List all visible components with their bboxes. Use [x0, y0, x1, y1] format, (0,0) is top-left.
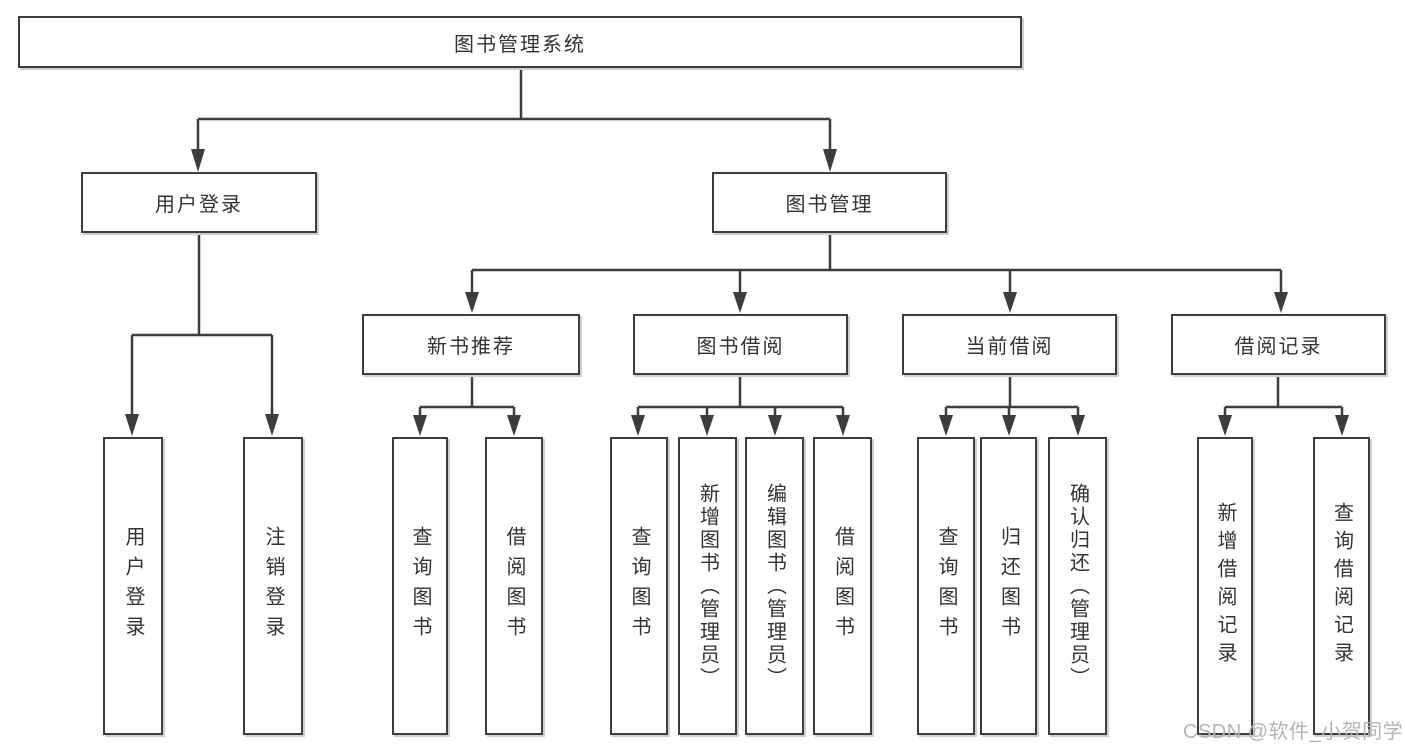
node-borrow-records: 借阅记录 [1171, 314, 1386, 375]
leaf-logout-label: 注销登录 [262, 526, 284, 646]
leaf-query-borrow-record: 查询借阅记录 [1313, 437, 1370, 735]
leaf-user-login-label: 用户登录 [122, 526, 144, 646]
watermark: CSDN @软件_小贺同学 [1183, 721, 1404, 743]
node-book-management: 图书管理 [712, 172, 947, 233]
leaf-logout: 注销登录 [243, 437, 303, 735]
leaf-query-books-recommend: 查询图书 [392, 437, 448, 735]
leaf-add-book-admin: 新增图书（管理员） [678, 437, 737, 735]
leaf-query-books-borrow-label: 查询图书 [628, 526, 650, 646]
leaf-query-books-current-label: 查询图书 [935, 526, 957, 646]
node-user-login: 用户登录 [81, 172, 317, 233]
leaf-confirm-return-admin-label: 确认归还（管理员） [1066, 482, 1089, 690]
leaf-edit-book-admin-label: 编辑图书（管理员） [763, 482, 786, 690]
leaf-add-borrow-record-label: 新增借阅记录 [1214, 502, 1236, 670]
leaf-add-book-admin-label: 新增图书（管理员） [696, 482, 719, 690]
node-book-borrow: 图书借阅 [633, 314, 848, 375]
leaf-return-book-label: 归还图书 [997, 526, 1020, 646]
node-current-borrow: 当前借阅 [902, 314, 1117, 375]
leaf-confirm-return-admin: 确认归还（管理员） [1048, 437, 1107, 735]
leaf-borrow-books-label: 借阅图书 [831, 526, 854, 646]
leaf-query-books-current: 查询图书 [917, 437, 975, 735]
leaf-borrow-books-recommend: 借阅图书 [485, 437, 543, 735]
node-new-book-recommend: 新书推荐 [362, 314, 580, 375]
leaf-edit-book-admin: 编辑图书（管理员） [745, 437, 804, 735]
node-root-system: 图书管理系统 [18, 16, 1022, 68]
leaf-return-book: 归还图书 [980, 437, 1037, 735]
leaf-query-books-recommend-label: 查询图书 [409, 526, 431, 646]
leaf-borrow-books-recommend-label: 借阅图书 [503, 526, 525, 646]
leaf-user-login: 用户登录 [103, 437, 163, 735]
leaf-query-borrow-record-label: 查询借阅记录 [1330, 502, 1353, 670]
leaf-borrow-books: 借阅图书 [813, 437, 872, 735]
leaf-query-books-borrow: 查询图书 [610, 437, 668, 735]
leaf-add-borrow-record: 新增借阅记录 [1197, 437, 1253, 735]
